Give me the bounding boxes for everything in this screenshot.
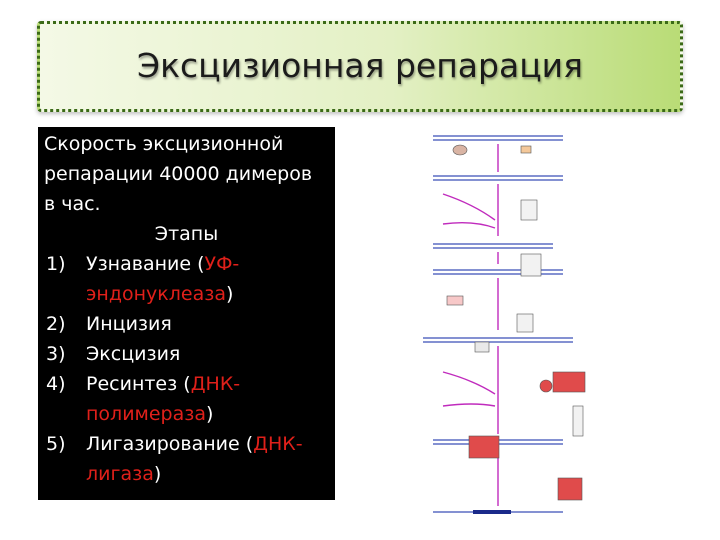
steps-list: 1)Узнавание (УФ-эндонуклеаза) 2)Инцизия …: [44, 249, 329, 489]
step-2: 2) Инцизия: [44, 309, 329, 339]
step-text: Эксцизия: [86, 343, 181, 365]
step-close: ): [225, 283, 234, 305]
intro-text: Скорость эксцизионной репарации 40000 ди…: [44, 133, 313, 215]
slide-title: Эксцизионная репарация: [137, 46, 583, 85]
step-number: 1): [46, 253, 66, 275]
step-1: 1) Узнавание (УФ-эндонуклеаза): [44, 249, 329, 309]
text-panel: Скорость эксцизионной репарации 40000 ди…: [38, 127, 335, 500]
stages-heading: Этапы: [154, 223, 219, 245]
step-number: 5): [46, 433, 66, 455]
step-text: Лигазирование (: [86, 433, 254, 455]
repaired-segment: [473, 510, 511, 514]
step-number: 3): [46, 343, 66, 365]
title-banner: Эксцизионная репарация: [37, 21, 683, 112]
enzyme-name: ДНК-лигаза: [86, 433, 303, 485]
excision-repair-diagram: [423, 135, 586, 514]
step-number: 4): [46, 373, 66, 395]
step-close: ): [206, 403, 214, 425]
pathway-arrows: [442, 144, 499, 506]
step-text: Инцизия: [86, 313, 172, 335]
proteins: [446, 144, 586, 501]
step-5: 5) Лигазирование (ДНК-лигаза): [44, 429, 329, 489]
step-close: ): [153, 463, 162, 485]
step-text: Ресинтез (: [86, 373, 191, 395]
dna-strands: [423, 135, 573, 513]
step-3: 3) Эксцизия: [44, 339, 329, 369]
step-4: 4) Ресинтез (ДНК-полимераза): [44, 369, 329, 429]
enzyme-name: УФ-эндонуклеаза: [86, 253, 240, 305]
step-number: 2): [46, 313, 66, 335]
enzyme-name: ДНК-полимераза: [86, 373, 241, 425]
step-text: Узнавание (: [86, 253, 205, 275]
